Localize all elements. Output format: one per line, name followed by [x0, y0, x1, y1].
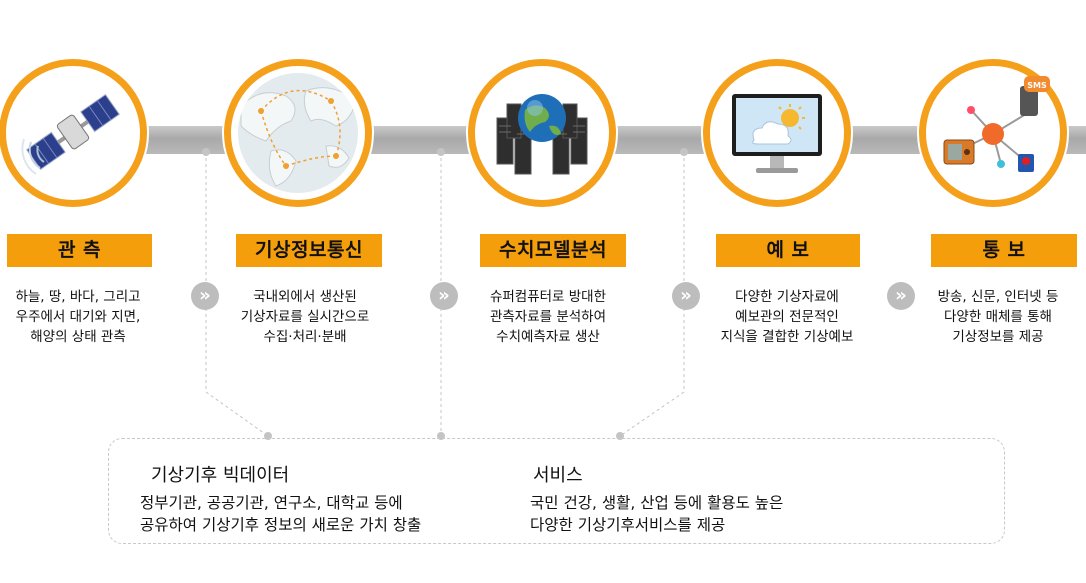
supercomputer-icon	[496, 94, 588, 175]
chevron-double-right-icon: »	[191, 282, 219, 310]
globe-map-icon	[238, 73, 358, 193]
chevron-double-right-icon: »	[887, 282, 915, 310]
connector-dot	[264, 432, 272, 440]
step-label-communication: 기상정보통신	[236, 234, 382, 267]
service-description: 국민 건강, 생활, 산업 등에 활용도 높은 다양한 기상기후서비스를 제공	[530, 494, 784, 534]
step-description-dissemination: 방송, 신문, 인터넷 등 다양한 매체를 통해 기상정보를 제공	[937, 289, 1059, 345]
step-circle-dissemination: SMS	[919, 59, 1067, 207]
bigdata-title-text: 기상기후 빅데이터	[151, 465, 290, 486]
satellite-icon	[21, 93, 120, 175]
monitor-weather-icon	[732, 94, 822, 173]
bigdata-title: 기상기후 빅데이터	[151, 461, 289, 487]
bottom-summary-box	[108, 438, 1005, 544]
sms-icon-text: SMS	[1027, 81, 1047, 90]
step-description-forecast: 다양한 기상자료에 예보관의 전문적인 지식을 결합한 기상예보	[720, 289, 854, 345]
step-description-observation: 하늘, 땅, 바다, 그리고 우주에서 대기와 지면, 해양의 상태 관측	[15, 289, 141, 345]
chevron-double-right-icon: »	[430, 282, 458, 310]
step-label-forecast: 예 보	[716, 234, 860, 267]
media-network-icon: SMS	[943, 76, 1050, 172]
step-circle-communication	[224, 59, 372, 207]
connector-dot	[202, 148, 210, 156]
chevron-double-right-icon: »	[672, 282, 700, 310]
service-title: 서비스	[533, 465, 583, 486]
step-label-dissemination: 통 보	[931, 234, 1077, 267]
step-label-observation: 관 측	[7, 234, 152, 267]
connector-dot	[680, 148, 688, 156]
step-circle-forecast	[703, 59, 851, 207]
step-description-communication: 국내외에서 생산된 기상자료를 실시간으로 수집·처리·분배	[240, 289, 370, 345]
connector-dot	[616, 432, 624, 440]
connector-dot	[437, 432, 445, 440]
step-description-numerical-model: 슈퍼컴퓨터로 방대한 관측자료를 분석하여 수치예측자료 생산	[489, 289, 607, 345]
step-circle-observation	[0, 59, 147, 207]
connector-dot	[437, 148, 445, 156]
step-label-numerical-model: 수치모델분석	[480, 234, 626, 267]
bigdata-description: 정부기관, 공공기관, 연구소, 대학교 등에 공유하여 기상기후 정보의 새로…	[140, 494, 422, 534]
step-circle-numerical-model	[468, 59, 616, 207]
